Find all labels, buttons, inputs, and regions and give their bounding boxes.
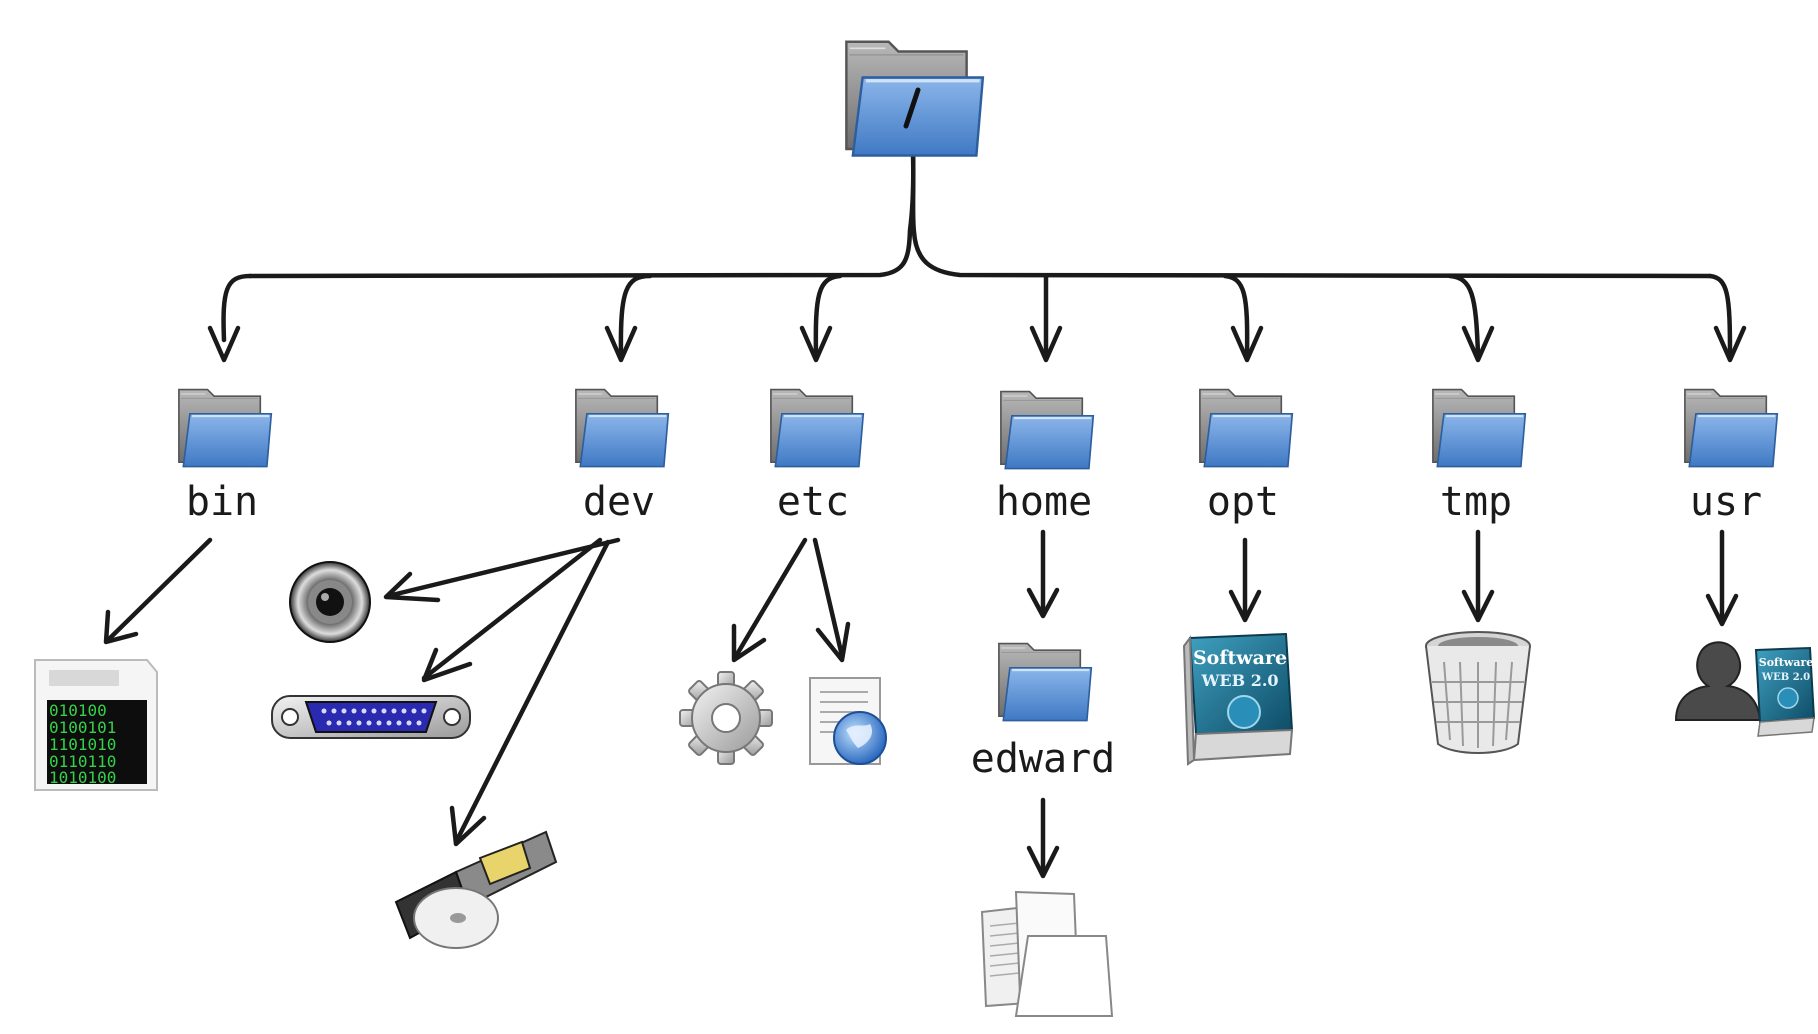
software-box-brand: Software [1193,647,1287,669]
optical-drive-icon [394,830,558,949]
trash-can-icon [1425,631,1531,754]
dir-node-usr[interactable]: usr [1683,388,1779,525]
documents-icon [980,890,1114,1017]
dir-label-opt: opt [1207,479,1279,525]
serial-port-icon [271,695,471,739]
connector-arrows [103,147,1747,879]
software-box-product: WEB 2.0 [1200,671,1278,690]
dir-label-dev: dev [583,479,655,525]
binary-row-text: 1101010 [49,735,116,754]
software-box-brand: Software [1759,656,1813,669]
binary-row-text: 0100101 [49,718,116,737]
folder-icon [997,642,1093,722]
dir-label-bin: bin [186,479,258,525]
folder-icon [1683,388,1779,468]
dir-node-edward[interactable]: edward [971,642,1116,782]
dir-label-home: home [996,479,1092,525]
dir-label-etc: etc [777,479,849,525]
web-document-icon [809,677,887,765]
folder-icon [1198,388,1294,468]
dir-node-dev[interactable]: dev [574,388,670,525]
folder-icon [574,388,670,468]
user-software-icon: Software WEB 2.0 [1674,641,1816,737]
root-node[interactable] [844,40,985,158]
gear-icon [679,671,773,765]
dir-label-usr: usr [1690,479,1762,525]
folder-icon [177,388,273,468]
software-box-product: WEB 2.0 [1761,672,1810,683]
binary-file-icon: 010100 0100101 1101010 0110110 1010100 [34,659,158,791]
binary-row-text: 010100 [49,701,107,720]
root-slash-glyph [903,87,921,129]
dir-node-tmp[interactable]: tmp [1431,388,1527,525]
folder-icon [1431,388,1527,468]
dir-node-bin[interactable]: bin [177,388,273,525]
binary-row-text: 1010100 [49,768,116,787]
dir-node-home[interactable]: home [996,390,1095,525]
software-box-icon: Software WEB 2.0 [1182,632,1294,766]
dir-node-opt[interactable]: opt [1198,388,1294,525]
dir-label-edward: edward [971,736,1116,782]
dir-node-etc[interactable]: etc [769,388,865,525]
webcam-icon [289,561,371,643]
folder-icon [769,388,865,468]
binary-row-text: 0110110 [49,752,116,771]
dir-label-tmp: tmp [1440,479,1512,525]
folder-icon [999,390,1095,470]
